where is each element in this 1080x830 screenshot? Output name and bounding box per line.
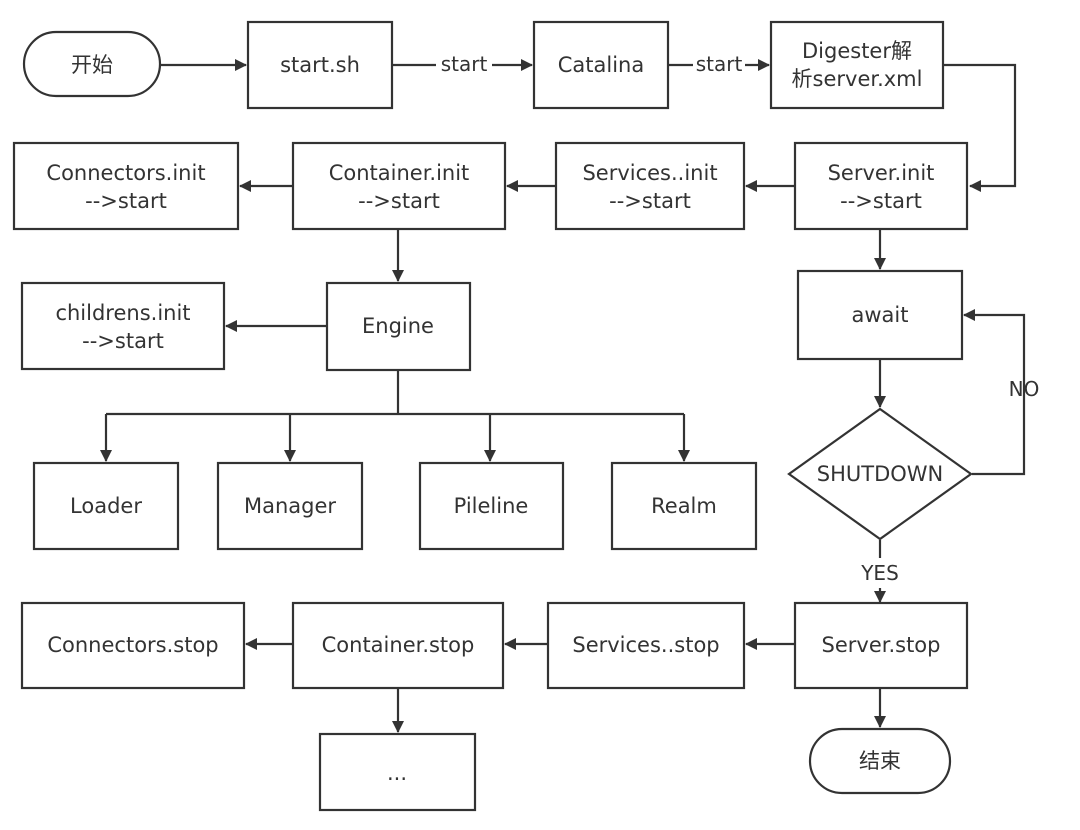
node-connectors-init: Connectors.init -->start (12, 141, 240, 231)
edge-label-start-2: start (696, 52, 743, 76)
node-start: 开始 (22, 30, 162, 98)
node-connectors-stop: Connectors.stop (20, 601, 246, 690)
server-init-box (793, 141, 969, 231)
node-manager: Manager (216, 461, 364, 551)
end-terminal-label: 结束 (859, 749, 901, 773)
edge-label-start-1: start (441, 52, 488, 76)
container-init-label-line-2: -->start (358, 189, 440, 213)
loader-box (32, 461, 180, 551)
node-digester: Digester解 析server.xml (769, 20, 945, 110)
catalina-box (532, 20, 670, 110)
digester-label-line-2: 析server.xml (792, 67, 923, 91)
container-stop-label: Container.stop (322, 633, 475, 657)
start-sh-label: start.sh (280, 53, 360, 77)
digester-label-line-1: Digester解 (802, 39, 912, 63)
services-init-box (554, 141, 746, 231)
container-init-box (291, 141, 507, 231)
connectors-init-label-line-1: Connectors.init (46, 161, 205, 185)
node-loader: Loader (32, 461, 180, 551)
node-server-stop: Server.stop (793, 601, 969, 690)
shutdown-label: SHUTDOWN (817, 462, 944, 486)
await-label: await (852, 303, 909, 327)
await-box (796, 269, 964, 361)
node-catalina: Catalina (532, 20, 670, 110)
pipeline-label: Pileline (454, 494, 529, 518)
realm-label: Realm (651, 494, 717, 518)
manager-box (216, 461, 364, 551)
connectors-stop-label: Connectors.stop (47, 633, 218, 657)
container-stop-box (291, 601, 505, 690)
childrens-init-label-line-1: childrens.init (55, 301, 190, 325)
connectors-init-box (12, 141, 240, 231)
pipeline-box (418, 461, 565, 551)
node-pipeline: Pileline (418, 461, 565, 551)
node-childrens-init: childrens.init -->start (20, 281, 226, 371)
node-end: 结束 (808, 727, 952, 795)
connectors-stop-box (20, 601, 246, 690)
connectors-init-label-line-2: -->start (85, 189, 167, 213)
node-services-init: Services..init -->start (554, 141, 746, 231)
services-init-label-line-2: -->start (609, 189, 691, 213)
childrens-init-label-line-2: -->start (82, 329, 164, 353)
node-ellipsis: ... (318, 732, 477, 812)
server-init-label-line-1: Server.init (828, 161, 935, 185)
start-sh-box (246, 20, 394, 110)
server-init-label-line-2: -->start (840, 189, 922, 213)
digester-box (769, 20, 945, 110)
node-services-stop: Services..stop (546, 601, 746, 690)
edge-label-no: NO (1009, 377, 1040, 401)
loader-label: Loader (70, 494, 142, 518)
node-start-sh: start.sh (246, 20, 394, 110)
node-engine: Engine (325, 281, 472, 372)
edge-shutdown-no-loop (963, 309, 1026, 476)
server-stop-label: Server.stop (822, 633, 941, 657)
start-terminal-shape (22, 30, 162, 98)
edge-digester-to-server-init (943, 63, 1017, 192)
shutdown-diamond (787, 407, 973, 541)
manager-label: Manager (244, 494, 336, 518)
ellipsis-label: ... (387, 761, 407, 785)
childrens-init-box (20, 281, 226, 371)
services-stop-label: Services..stop (572, 633, 719, 657)
node-container-init: Container.init -->start (291, 141, 507, 231)
node-container-stop: Container.stop (291, 601, 505, 690)
edge-labels: start start NO YES (441, 52, 1040, 585)
container-init-label-line-1: Container.init (329, 161, 470, 185)
realm-box (610, 461, 758, 551)
node-shutdown: SHUTDOWN (787, 407, 973, 541)
node-await: await (796, 269, 964, 361)
server-stop-box (793, 601, 969, 690)
edges (100, 59, 1026, 733)
services-init-label-line-1: Services..init (582, 161, 717, 185)
engine-box (325, 281, 472, 372)
start-terminal-label: 开始 (71, 53, 113, 77)
engine-label: Engine (362, 314, 434, 338)
node-realm: Realm (610, 461, 758, 551)
catalina-label: Catalina (558, 53, 644, 77)
ellipsis-box (318, 732, 477, 812)
services-stop-box (546, 601, 746, 690)
edge-label-yes: YES (860, 561, 899, 585)
node-server-init: Server.init -->start (793, 141, 969, 231)
end-terminal-shape (808, 727, 952, 795)
